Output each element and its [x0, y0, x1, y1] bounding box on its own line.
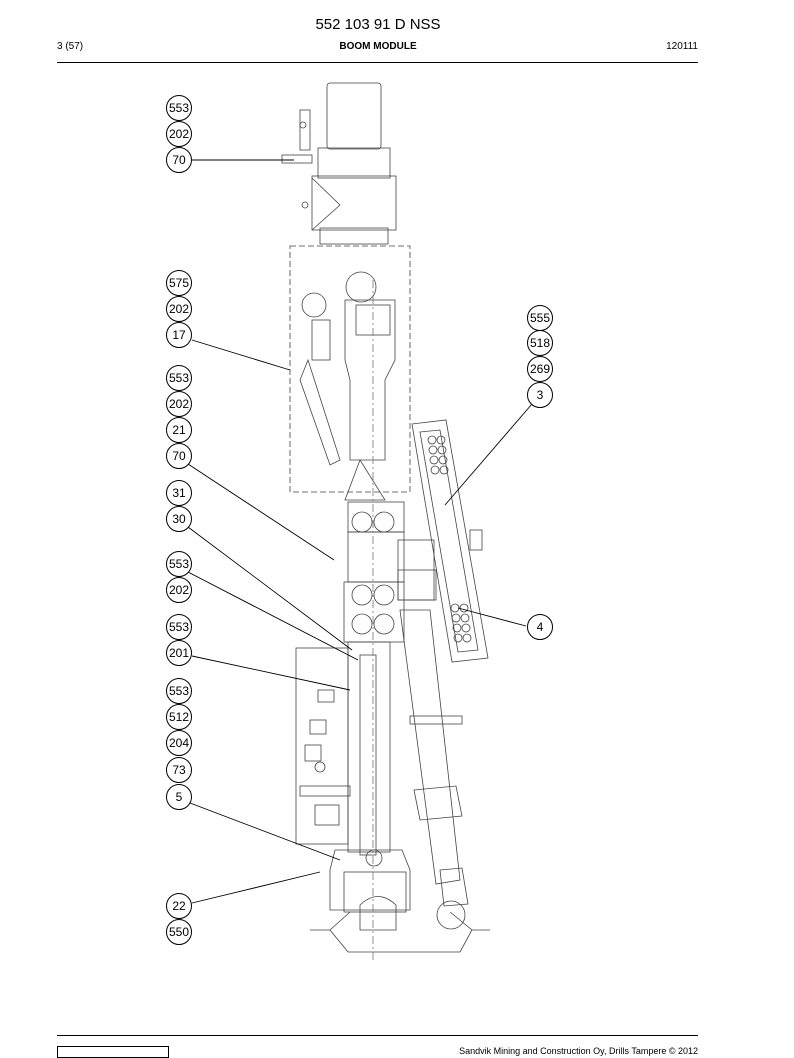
svg-text:30: 30 [172, 512, 186, 526]
svg-text:575: 575 [169, 276, 189, 290]
svg-text:202: 202 [169, 397, 189, 411]
callout-202-c: 202 [166, 391, 192, 417]
callout-4: 4 [527, 614, 553, 640]
callout-202-b: 202 [166, 296, 192, 322]
svg-text:550: 550 [169, 925, 189, 939]
date-code: 120111 [666, 41, 698, 52]
callout-22: 22 [166, 893, 192, 919]
svg-text:5: 5 [176, 790, 183, 804]
callout-550: 550 [166, 919, 192, 945]
callout-3: 3 [527, 382, 553, 408]
section-title: BOOM MODULE [339, 41, 417, 52]
callout-5: 5 [166, 784, 192, 810]
boom-assembly-lines [281, 82, 490, 960]
leader-lines [187, 159, 533, 904]
document-number: 552 103 91 D NSS [315, 16, 441, 33]
svg-text:553: 553 [169, 620, 189, 634]
callout-202-a: 202 [166, 121, 192, 147]
callout-31: 31 [166, 480, 192, 506]
svg-text:201: 201 [169, 646, 189, 660]
callout-70-a: 70 [166, 147, 192, 173]
svg-text:17: 17 [172, 328, 186, 342]
footer-rule [57, 1035, 698, 1036]
callout-553-d: 553 [166, 614, 192, 640]
company-logo [57, 1046, 169, 1058]
svg-text:555: 555 [530, 311, 550, 325]
callout-553-b: 553 [166, 365, 192, 391]
svg-text:73: 73 [172, 763, 186, 777]
callout-518: 518 [527, 330, 553, 356]
svg-text:553: 553 [169, 371, 189, 385]
svg-text:202: 202 [169, 583, 189, 597]
svg-text:553: 553 [169, 557, 189, 571]
callout-201: 201 [166, 640, 192, 666]
svg-text:202: 202 [169, 302, 189, 316]
svg-text:21: 21 [172, 423, 186, 437]
feed-holes-top [427, 435, 449, 475]
svg-text:22: 22 [172, 899, 186, 913]
callout-553-e: 553 [166, 678, 192, 704]
feed-holes-bottom [450, 603, 472, 643]
callout-204: 204 [166, 730, 192, 756]
callouts-right: 555 518 269 3 4 [527, 305, 553, 640]
callout-21: 21 [166, 417, 192, 443]
callout-70-b: 70 [166, 443, 192, 469]
header-rule [57, 62, 698, 63]
callout-30: 30 [166, 506, 192, 532]
svg-text:3: 3 [537, 388, 544, 402]
svg-text:518: 518 [530, 336, 550, 350]
callout-512: 512 [166, 704, 192, 730]
callout-553-c: 553 [166, 551, 192, 577]
callout-202-d: 202 [166, 577, 192, 603]
svg-text:31: 31 [172, 486, 186, 500]
svg-text:202: 202 [169, 127, 189, 141]
callout-555: 555 [527, 305, 553, 331]
callout-17: 17 [166, 322, 192, 348]
page-number: 3 (57) [57, 41, 84, 52]
footer-copyright: Sandvik Mining and Construction Oy, Dril… [459, 1046, 698, 1056]
callouts-left: 553 202 70 575 202 17 553 202 21 70 31 3… [166, 95, 192, 945]
callout-575: 575 [166, 270, 192, 296]
svg-text:70: 70 [172, 153, 186, 167]
svg-text:269: 269 [530, 362, 550, 376]
callout-553-a: 553 [166, 95, 192, 121]
svg-text:204: 204 [169, 736, 189, 750]
callout-73: 73 [166, 757, 192, 783]
svg-text:512: 512 [169, 710, 189, 724]
callout-269: 269 [527, 356, 553, 382]
svg-text:4: 4 [537, 620, 544, 634]
svg-text:553: 553 [169, 101, 189, 115]
svg-text:553: 553 [169, 684, 189, 698]
svg-text:70: 70 [172, 449, 186, 463]
